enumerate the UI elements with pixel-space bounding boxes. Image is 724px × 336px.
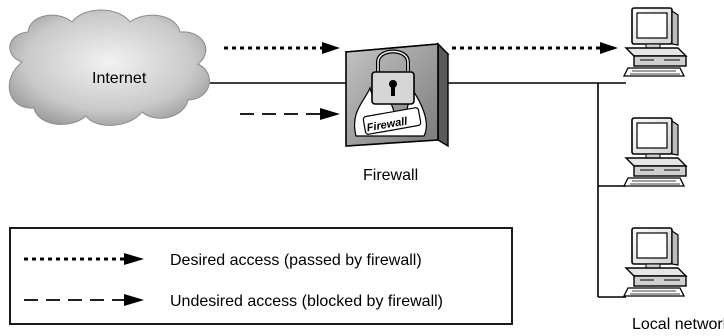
legend-desired-row: Desired access (passed by firewall) <box>24 252 422 269</box>
computer-middle <box>623 117 687 187</box>
desktop-computer-icon <box>623 227 687 297</box>
legend-undesired-row: Undesired access (blocked by firewall) <box>24 293 443 310</box>
legend-undesired-label: Undesired access (blocked by firewall) <box>170 293 443 310</box>
legend: Desired access (passed by firewall) Unde… <box>9 227 513 325</box>
local-network-label: Local network <box>632 316 724 333</box>
desktop-computer-icon <box>623 7 687 77</box>
internet-cloud: Internet <box>8 9 210 126</box>
firewall-caption: Firewall <box>363 167 418 184</box>
cloud-icon <box>8 9 210 126</box>
internet-label: Internet <box>92 70 147 87</box>
desktop-computer-icon <box>623 117 687 187</box>
firewall-device: Firewall Firewall <box>344 42 450 184</box>
legend-desired-label: Desired access (passed by firewall) <box>170 252 422 269</box>
firewall-lock-icon <box>344 42 450 148</box>
computer-bottom <box>623 227 687 297</box>
legend-box <box>9 227 513 325</box>
connection-lines <box>210 42 626 298</box>
computer-top <box>623 7 687 77</box>
